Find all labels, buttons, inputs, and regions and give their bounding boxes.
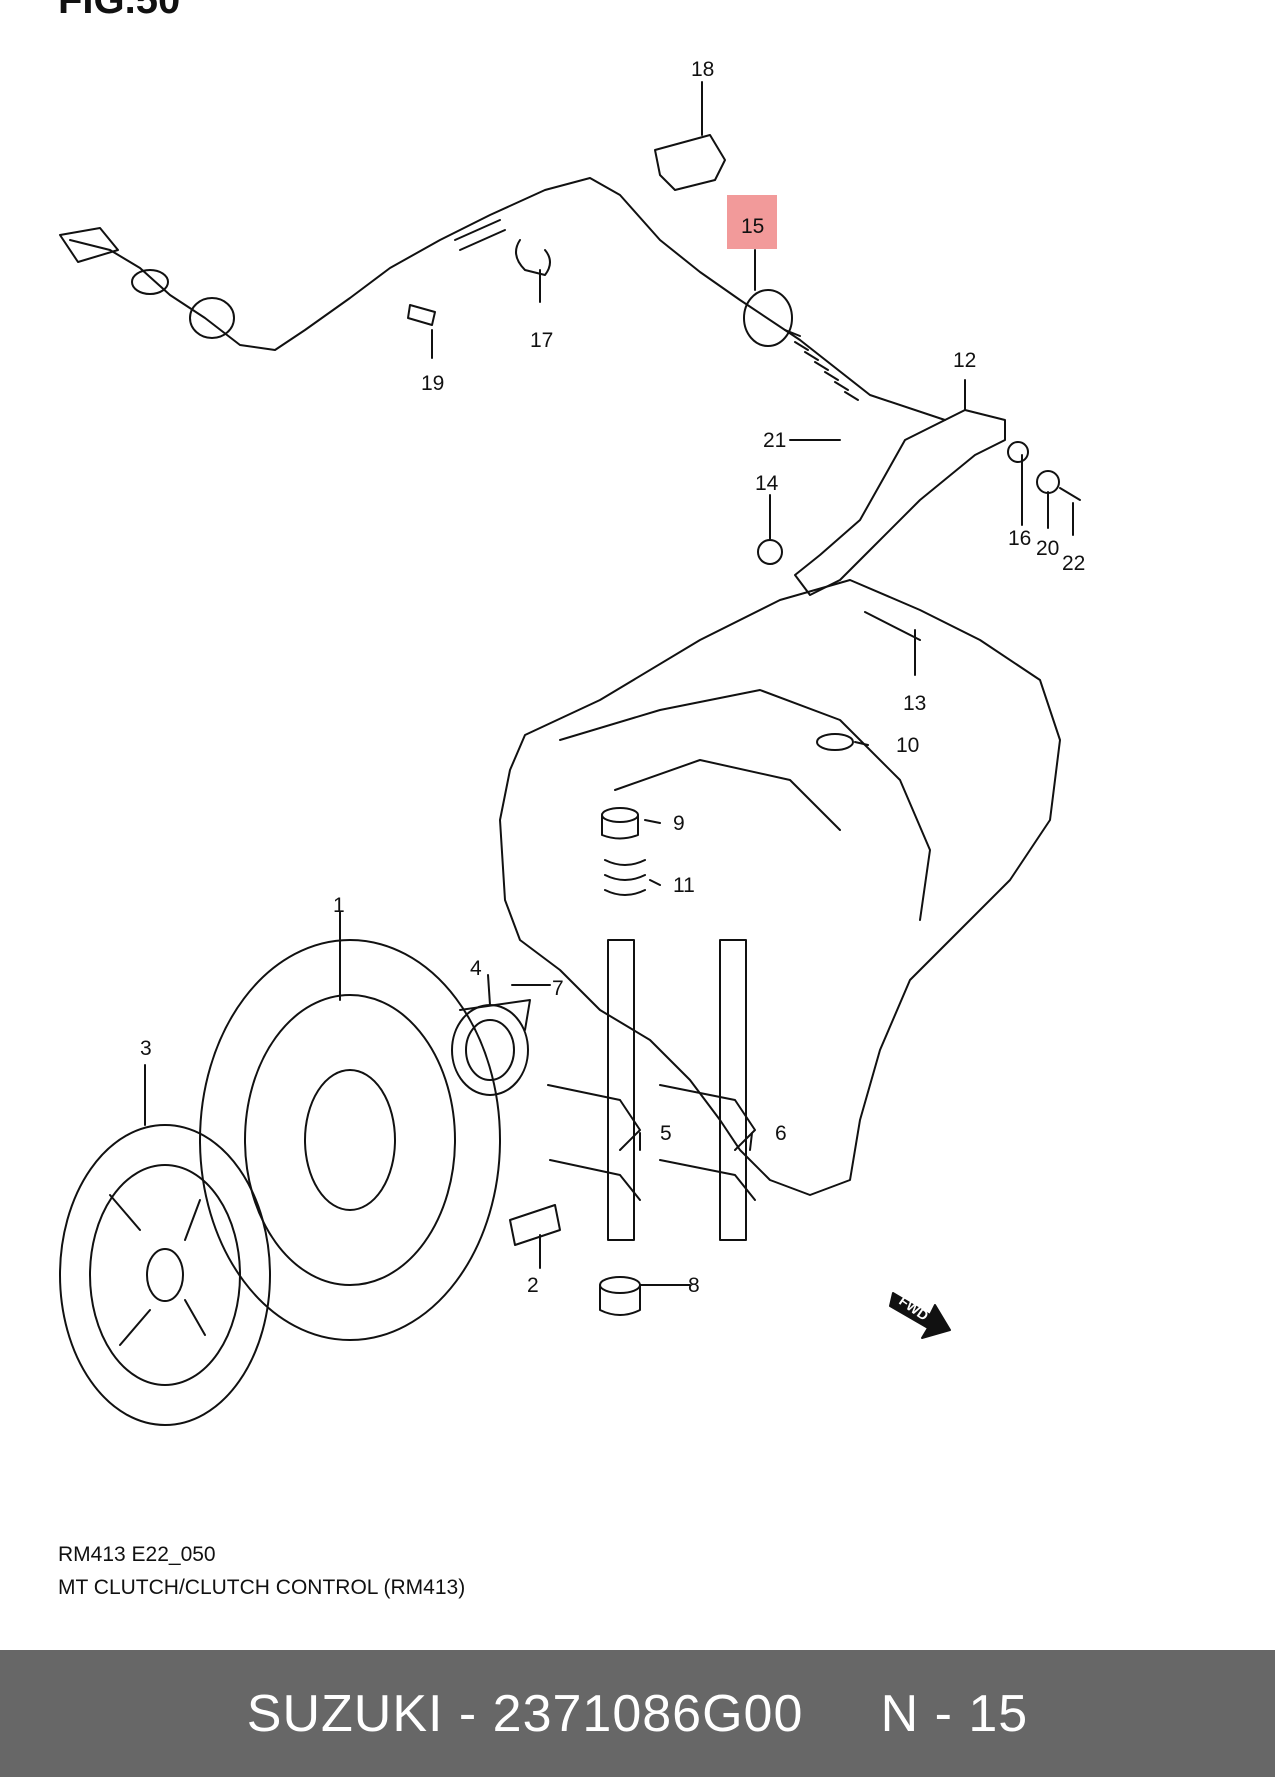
diagram-code: RM413 E22_050 [58,1543,216,1566]
callout-8: 8 [688,1274,700,1297]
callout-7: 7 [552,977,564,1000]
callout-20: 20 [1036,537,1059,560]
callout-2: 2 [527,1274,539,1297]
callout-17: 17 [530,329,553,352]
clutch-cable [69,177,946,421]
callout-1: 1 [333,894,345,917]
figure-heading: FIG.50 [58,0,181,22]
callout-19: 19 [421,372,444,395]
callout-18: 18 [691,58,714,81]
callout-15: 15 [741,215,764,238]
callout-12: 12 [953,349,976,372]
callout-13: 13 [903,692,926,715]
callout-11: 11 [673,874,695,897]
callout-14: 14 [755,472,779,495]
footer-part-number: SUZUKI - 2371086G00 N - 15 [246,1685,1029,1743]
callout-16: 16 [1008,527,1031,550]
callout-21: 21 [763,429,786,452]
highlight-marker [727,195,777,249]
callout-10: 10 [896,734,919,757]
callout-3: 3 [140,1037,152,1060]
callout-6: 6 [775,1122,787,1145]
diagram-title: MT CLUTCH/CLUTCH CONTROL (RM413) [58,1576,466,1599]
footer-bar: SUZUKI - 2371086G00 N - 15 [0,1650,1275,1777]
callout-4: 4 [470,957,482,980]
callout-5: 5 [660,1122,672,1145]
callout-9: 9 [673,812,685,835]
callout-22: 22 [1062,552,1085,575]
